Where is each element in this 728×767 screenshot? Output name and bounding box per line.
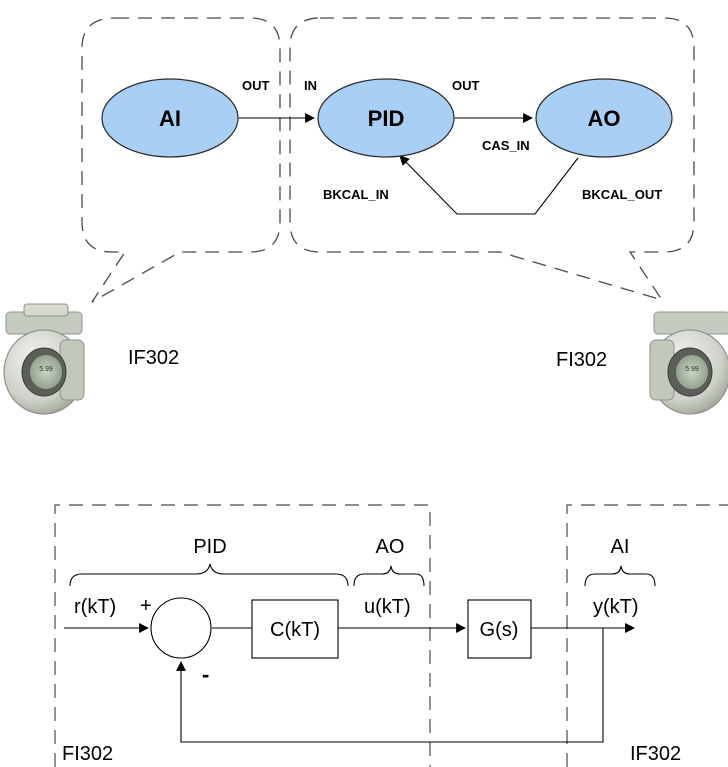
left-transmitter-device-icon: 5.99 [4,304,84,414]
left-device-display: 5.99 [39,366,53,373]
bkcal-feedback-link [400,156,578,214]
right-device-display: 5.99 [685,366,699,373]
ao-cas-in-port-label: CAS_IN [482,138,530,153]
pid-in-port-label: IN [304,78,317,93]
feedback-path [181,628,603,742]
plant-label: G(s) [480,619,519,641]
right-device-tag: FI302 [556,349,607,371]
right-transmitter-device-icon: 5.99 [650,312,728,414]
plus-sign: + [140,595,152,617]
pid-out-port-label: OUT [452,78,480,93]
output-signal-label: y(kT) [593,596,639,618]
ai-brace [585,566,655,586]
controller-label: C(kT) [270,619,320,641]
ai-group-label: AI [611,536,630,558]
ao-block-label: AO [588,106,621,131]
ao-bkcal-out-port-label: BKCAL_OUT [582,187,662,202]
ai-out-port-label: OUT [242,78,270,93]
if302-boundary [567,505,728,767]
ai-device-callout [82,18,280,302]
minus-sign: - [202,662,209,687]
reference-signal-label: r(kT) [74,596,116,618]
left-device-tag: IF302 [128,347,179,369]
ao-group-label: AO [376,536,405,558]
pid-group-label: PID [193,536,226,558]
summing-junction [151,598,211,658]
ao-brace [354,566,424,586]
pid-bkcal-in-port-label: BKCAL_IN [323,187,389,202]
control-signal-label: u(kT) [364,596,411,618]
fi302-tag: FI302 [62,743,113,765]
ai-block-label: AI [159,106,181,131]
pid-block-label: PID [368,106,405,131]
fi302-boundary [55,505,430,767]
pid-brace [70,564,348,586]
pid-ao-device-callout [290,18,694,300]
if302-tag: IF302 [630,743,681,765]
